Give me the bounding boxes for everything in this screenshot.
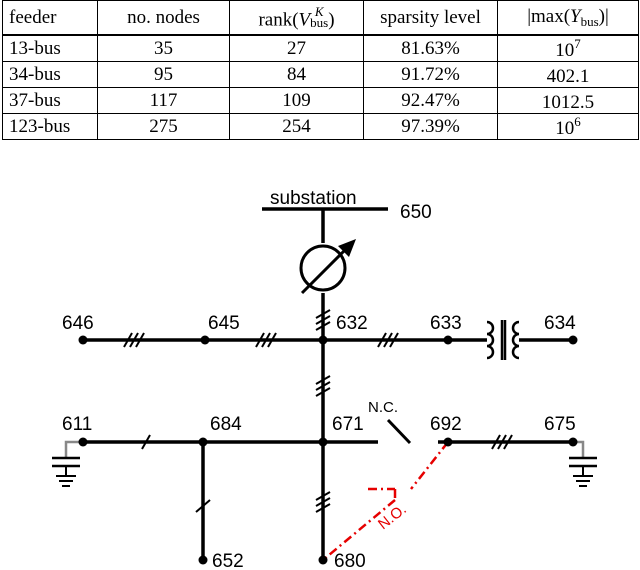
header-rank-sup: K — [314, 3, 324, 19]
bus-nodes — [78, 335, 578, 565]
table-row: 13-bus 35 27 81.63% 107 — [2, 34, 639, 62]
cell-nodes: 95 — [97, 61, 230, 88]
cell-max-exp: 6 — [574, 114, 581, 129]
cell-nodes: 35 — [97, 34, 230, 62]
header-sparsity: sparsity level — [363, 0, 498, 36]
feeder-one-line-diagram: substation 650 646 645 632 633 634 611 6… — [52, 188, 597, 570]
cell-max-base: 1012.5 — [541, 92, 595, 113]
table-row: 34-bus 95 84 91.72% 402.1 — [2, 61, 639, 88]
cell-sparsity: 92.47% — [363, 87, 498, 114]
cell-feeder: 13-bus — [2, 34, 98, 62]
node-label-650: 650 — [400, 202, 432, 223]
cell-nodes: 117 — [97, 87, 230, 114]
cell-max: 402.1 — [497, 61, 639, 88]
cell-max: 107 — [497, 34, 639, 62]
header-max-suffix: )| — [598, 6, 609, 27]
header-max: |max(Ybus)| — [497, 0, 639, 36]
node-label-684: 684 — [210, 414, 242, 435]
phase-markers — [123, 309, 513, 513]
table-row: 123-bus 275 254 97.39% 106 — [2, 113, 639, 140]
header-nodes: no. nodes — [97, 0, 230, 36]
cell-rank: 254 — [229, 113, 364, 140]
header-feeder: feeder — [2, 0, 98, 36]
switch-nc-label: N.C. — [368, 399, 398, 416]
node-label-671: 671 — [332, 414, 364, 435]
cell-feeder: 34-bus — [2, 61, 98, 88]
cell-sparsity: 91.72% — [363, 61, 498, 88]
header-max-var: Y — [570, 6, 581, 27]
voltage-regulator-icon — [299, 239, 356, 295]
cell-rank: 27 — [229, 34, 364, 62]
header-rank-var: V — [298, 9, 311, 31]
header-rank-prefix: rank( — [258, 9, 299, 31]
normally-open-switch — [322, 441, 449, 561]
cell-max: 106 — [497, 113, 639, 140]
node-label-645: 645 — [208, 313, 240, 334]
capacitor-ground-icon-675 — [569, 440, 597, 487]
cell-sparsity: 81.63% — [363, 34, 498, 62]
transformer-icon — [486, 320, 520, 360]
node-label-633: 633 — [430, 313, 462, 334]
substation-label: substation — [270, 188, 357, 209]
node-label-632: 632 — [336, 313, 368, 334]
node-label-675: 675 — [544, 414, 576, 435]
cell-rank: 109 — [229, 87, 364, 114]
header-rank-suffix: ) — [328, 9, 335, 31]
node-label-646: 646 — [62, 313, 94, 334]
cell-max-base: 10 — [555, 118, 575, 139]
cell-rank: 84 — [229, 61, 364, 88]
header-max-sub: bus — [580, 14, 599, 29]
node-label-652: 652 — [212, 551, 244, 570]
cell-max-base: 10 — [555, 40, 575, 61]
cell-max-exp: 7 — [574, 36, 581, 51]
cell-sparsity: 97.39% — [363, 113, 498, 140]
cell-max: 1012.5 — [497, 87, 639, 114]
header-max-prefix: |max( — [527, 6, 571, 27]
node-label-692: 692 — [430, 414, 462, 435]
cell-feeder: 123-bus — [2, 113, 98, 140]
table-row: 37-bus 117 109 92.47% 1012.5 — [2, 87, 639, 114]
header-rank-sub: bus — [310, 15, 329, 31]
cell-feeder: 37-bus — [2, 87, 98, 114]
normally-closed-switch — [386, 418, 412, 445]
capacitor-ground-icon-611 — [52, 440, 83, 487]
node-label-634: 634 — [544, 313, 576, 334]
cell-nodes: 275 — [97, 113, 230, 140]
node-label-680: 680 — [334, 551, 366, 570]
node-label-611: 611 — [62, 414, 92, 435]
switch-no-label: N.O. — [375, 501, 410, 533]
cell-max-base: 402.1 — [546, 66, 590, 87]
